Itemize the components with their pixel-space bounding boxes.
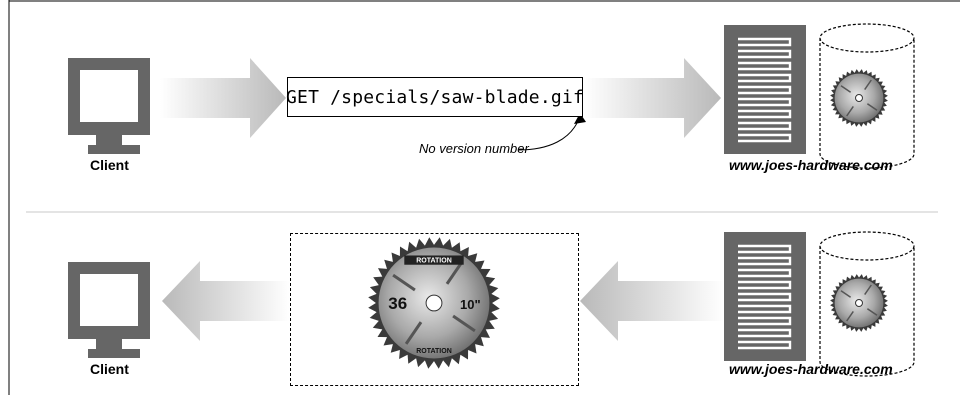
client-monitor-icon — [68, 262, 150, 358]
server-slot — [738, 37, 792, 47]
saw-blade-slot — [864, 284, 872, 296]
server-slot — [738, 61, 792, 71]
saw-blade-slot — [445, 261, 464, 285]
saw-blade-slot — [840, 290, 852, 298]
response-image-box — [290, 233, 579, 386]
server-slot — [738, 97, 792, 107]
saw-blade-arbor-hole — [425, 294, 443, 312]
saw-blade-slot — [846, 105, 854, 117]
annotation-pointer-head — [574, 113, 586, 124]
request-arrow-right — [584, 58, 721, 138]
client-monitor-icon — [68, 58, 150, 154]
server-slot — [738, 85, 792, 95]
server-slot — [738, 304, 792, 314]
saw-blade-teeth-count: 36 — [388, 294, 407, 313]
server-slot — [738, 121, 792, 131]
saw-blade-slot — [866, 308, 878, 316]
client-label: Client — [90, 361, 129, 377]
server-slot — [738, 49, 792, 59]
saw-blade-thumbnail-bottom — [830, 274, 888, 332]
saw-blade-slot — [392, 273, 416, 292]
saw-blade-slot — [452, 314, 476, 333]
saw-blade-arbor-hole — [855, 94, 863, 102]
saw-blade-size: 10" — [460, 297, 481, 312]
server-slot — [738, 109, 792, 119]
frame-border — [8, 0, 960, 395]
server-slot — [738, 292, 792, 302]
server-slot — [738, 133, 792, 143]
server-slot — [738, 280, 792, 290]
server-slot — [738, 73, 792, 83]
saw-blade-slot — [404, 321, 423, 345]
saw-blade-label-band — [404, 255, 464, 265]
saw-blade-image: ROTATION 36 10" ROTATION — [368, 237, 500, 369]
server-hostname-label: www.joes-hardware.com — [729, 361, 893, 377]
saw-blade-slot — [866, 103, 878, 111]
request-line-text: GET /specials/saw-blade.gif — [286, 86, 584, 108]
server-tower-icon — [724, 25, 806, 154]
server-slot — [738, 328, 792, 338]
server-slot — [738, 316, 792, 326]
server-slot — [738, 256, 792, 266]
request-line-box: GET /specials/saw-blade.gif — [286, 77, 584, 117]
saw-blade-brand-top: ROTATION — [416, 258, 452, 265]
response-arrow-right — [580, 261, 724, 341]
server-slot — [738, 268, 792, 278]
request-arrow-left — [160, 58, 286, 138]
annotation-label: No version number — [419, 141, 529, 156]
saw-blade-slot — [864, 79, 872, 91]
client-label: Client — [90, 157, 129, 173]
saw-blade-brand-bottom: ROTATION — [416, 348, 452, 355]
saw-blade-thumbnail-top — [830, 69, 888, 127]
server-slot — [738, 340, 792, 350]
server-tower-icon — [724, 232, 806, 361]
saw-blade-slot — [840, 85, 852, 93]
response-arrow-left — [162, 261, 290, 341]
server-slot — [738, 244, 792, 254]
saw-blade-arbor-hole — [855, 299, 863, 307]
server-hostname-label: www.joes-hardware.com — [729, 157, 893, 173]
saw-blade-slot — [846, 310, 854, 322]
